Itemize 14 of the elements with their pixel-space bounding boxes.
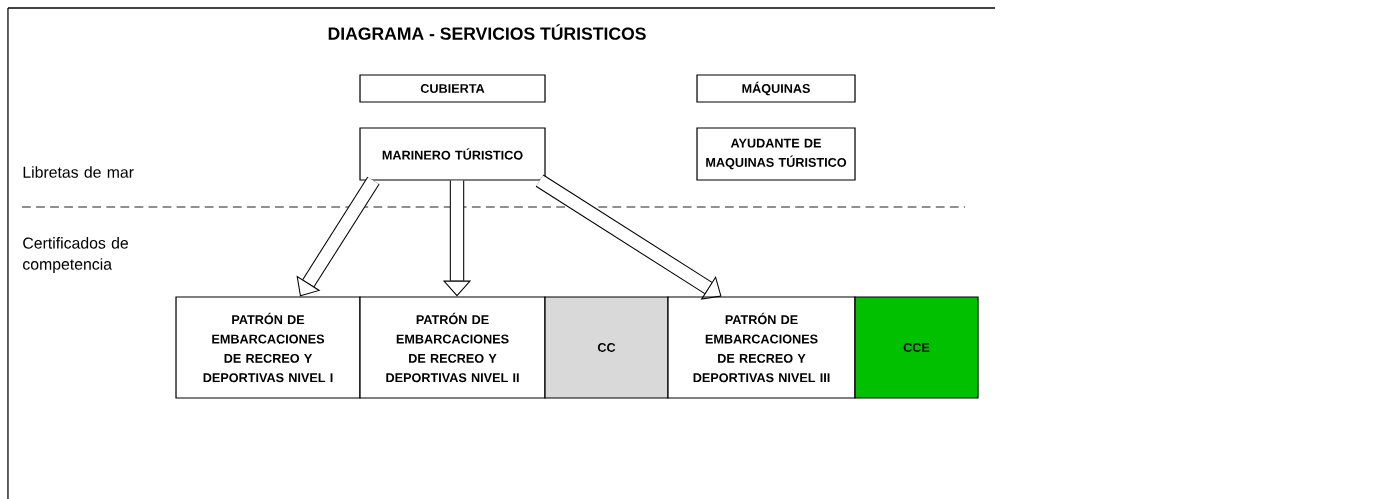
block-arrow — [296, 176, 380, 297]
certificate-cell: PATRÓN DE EMBARCACIONES DE RECREO Y DEPORTIVAS NIVEL II — [359, 296, 546, 399]
certificate-cell: CCE — [854, 296, 979, 399]
category-box: CUBIERTA — [359, 74, 546, 103]
role-box: MARINERO TÚRISTICO — [359, 127, 546, 181]
role-box: AYUDANTE DE MAQUINAS TÚRISTICO — [696, 127, 856, 181]
side-label: Certificados de competencia — [23, 237, 128, 273]
certificate-cell: CC — [544, 296, 669, 399]
block-arrow — [535, 174, 722, 300]
title: DIAGRAMA - SERVICIOS TÚRISTICOS — [328, 24, 646, 40]
certificate-cell: PATRÓN DE EMBARCACIONES DE RECREO Y DEPORTIVAS NIVEL I — [175, 296, 361, 399]
certificate-cell: PATRÓN DE EMBARCACIONES DE RECREO Y DEPORTIVAS NIVEL III — [667, 296, 856, 399]
side-label: Libretas de mar — [23, 166, 134, 178]
category-box: MÁQUINAS — [696, 74, 856, 103]
